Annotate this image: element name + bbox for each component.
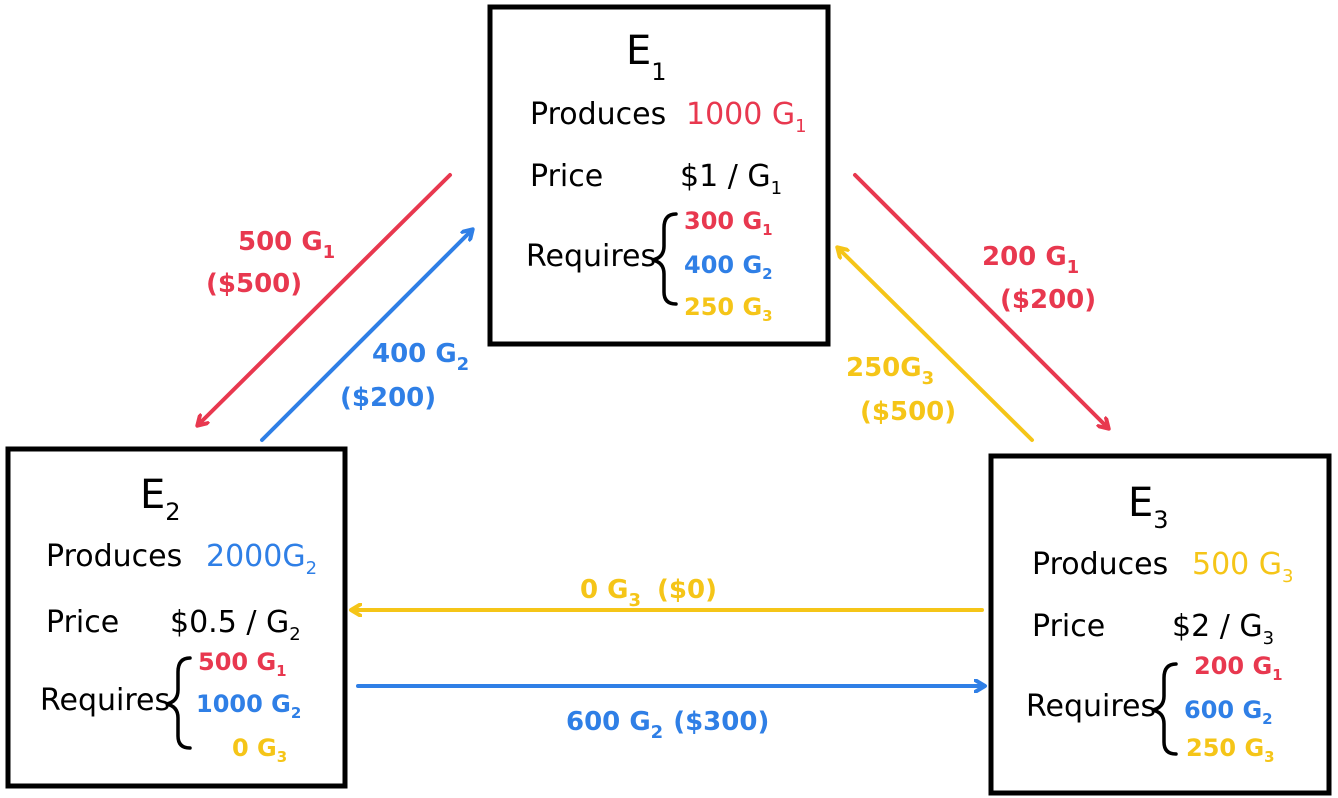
entity-e1-price-label: Price — [530, 159, 603, 194]
entity-e1-requires-label: Requires — [526, 239, 656, 274]
entity-e3-price-value: $2 / G3 — [1172, 609, 1274, 649]
entity-e3-box — [988, 453, 1332, 796]
flow-amount: 600 G — [566, 707, 651, 737]
entity-e2: E2 Produces 2000G2 Price $0.5 / G2 Requi… — [5, 446, 348, 789]
entity-e2-brace — [165, 656, 192, 750]
arrow-e1-to-e3 — [853, 173, 1108, 428]
flow-label-e2-to-e1: 400 G2 ($200) — [340, 339, 469, 413]
entity-e3-req-g2: 600 G2 — [1184, 696, 1273, 728]
entity-e2-produces-value: 2000G2 — [206, 539, 317, 579]
flow-sub: 1 — [1067, 257, 1080, 278]
svg-text:250G3: 250G3 — [846, 353, 934, 389]
entity-e2-req-g1: 500 G1 — [198, 648, 287, 680]
entity-e3: E3 Produces 500 G3 Price $2 / G3 Require… — [988, 453, 1332, 796]
flow-label-e3-to-e1: 250G3 ($500) — [846, 353, 956, 427]
entity-e2-req-g2: 1000 G2 — [196, 690, 301, 722]
entity-e3-req-g1: 200 G1 — [1194, 652, 1283, 684]
flow-cost: ($300) — [673, 707, 769, 737]
flow-label-e3-to-e2: 0 G3 ($0) — [580, 575, 717, 611]
entity-e3-price-label: Price — [1032, 609, 1105, 644]
entity-e2-price-value: $0.5 / G2 — [170, 605, 301, 645]
flow-cost: ($0) — [657, 575, 717, 605]
svg-text:200 G1: 200 G1 — [982, 242, 1079, 278]
flow-cost: ($200) — [1000, 285, 1096, 315]
entity-e3-produces-value: 500 G3 — [1192, 547, 1294, 587]
entity-e2-requires-label: Requires — [40, 683, 170, 718]
arrow-e1-to-e2 — [198, 173, 452, 425]
entity-e1-req-g3: 250 G3 — [684, 293, 773, 325]
entity-e3-requires-label: Requires — [1026, 689, 1156, 724]
flow-amount: 400 G — [372, 339, 457, 369]
flow-sub: 1 — [323, 242, 336, 263]
arrow-e3-to-e1 — [838, 248, 1034, 442]
flow-amount: 500 G — [238, 227, 323, 257]
entity-e1-box — [487, 4, 831, 347]
svg-text:600 G2($300): 600 G2 ($300) — [566, 707, 769, 743]
flow-sub: 3 — [628, 590, 641, 611]
entity-e1-produces-value: 1000 G1 — [686, 97, 807, 137]
entity-e2-price-label: Price — [46, 605, 119, 640]
entity-e1: E1 Produces 1000 G1 Price $1 / G1 Requir… — [487, 4, 831, 347]
entity-e3-title: E3 — [1128, 480, 1169, 534]
entity-e3-brace — [1151, 662, 1178, 756]
flow-sub: 2 — [457, 354, 470, 375]
entity-e2-req-g3: 0 G3 — [232, 734, 287, 766]
flow-amount: 250G — [846, 353, 922, 383]
entity-e2-title: E2 — [140, 472, 181, 526]
flow-cost: ($500) — [860, 397, 956, 427]
flow-sub: 2 — [651, 722, 664, 743]
entity-e3-produces-label: Produces — [1032, 547, 1168, 582]
entity-e1-title: E1 — [626, 28, 667, 86]
entity-e1-produces-label: Produces — [530, 97, 666, 132]
flow-label-e1-to-e2: 500 G1 ($500) — [206, 227, 335, 299]
entity-e1-req-g2: 400 G2 — [684, 251, 773, 283]
flow-cost: ($500) — [206, 269, 302, 299]
flow-label-e1-to-e3: 200 G1 ($200) — [982, 242, 1096, 315]
svg-text:500 G1: 500 G1 — [238, 227, 335, 263]
svg-text:400 G2: 400 G2 — [372, 339, 469, 375]
entity-e1-brace — [651, 212, 678, 306]
flow-sub: 3 — [922, 368, 935, 389]
entity-e3-req-g3: 250 G3 — [1186, 734, 1275, 766]
entity-e2-produces-label: Produces — [46, 539, 182, 574]
flow-label-e2-to-e3: 600 G2 ($300) — [566, 707, 769, 743]
entity-e1-price-value: $1 / G1 — [680, 159, 782, 199]
entity-e1-req-g1: 300 G1 — [684, 207, 773, 239]
arrow-e2-to-e1 — [260, 230, 472, 442]
svg-text:0 G3($0): 0 G3 ($0) — [580, 575, 717, 611]
flow-amount: 200 G — [982, 242, 1067, 272]
flow-cost: ($200) — [340, 383, 436, 413]
flow-amount: 0 G — [580, 575, 628, 605]
